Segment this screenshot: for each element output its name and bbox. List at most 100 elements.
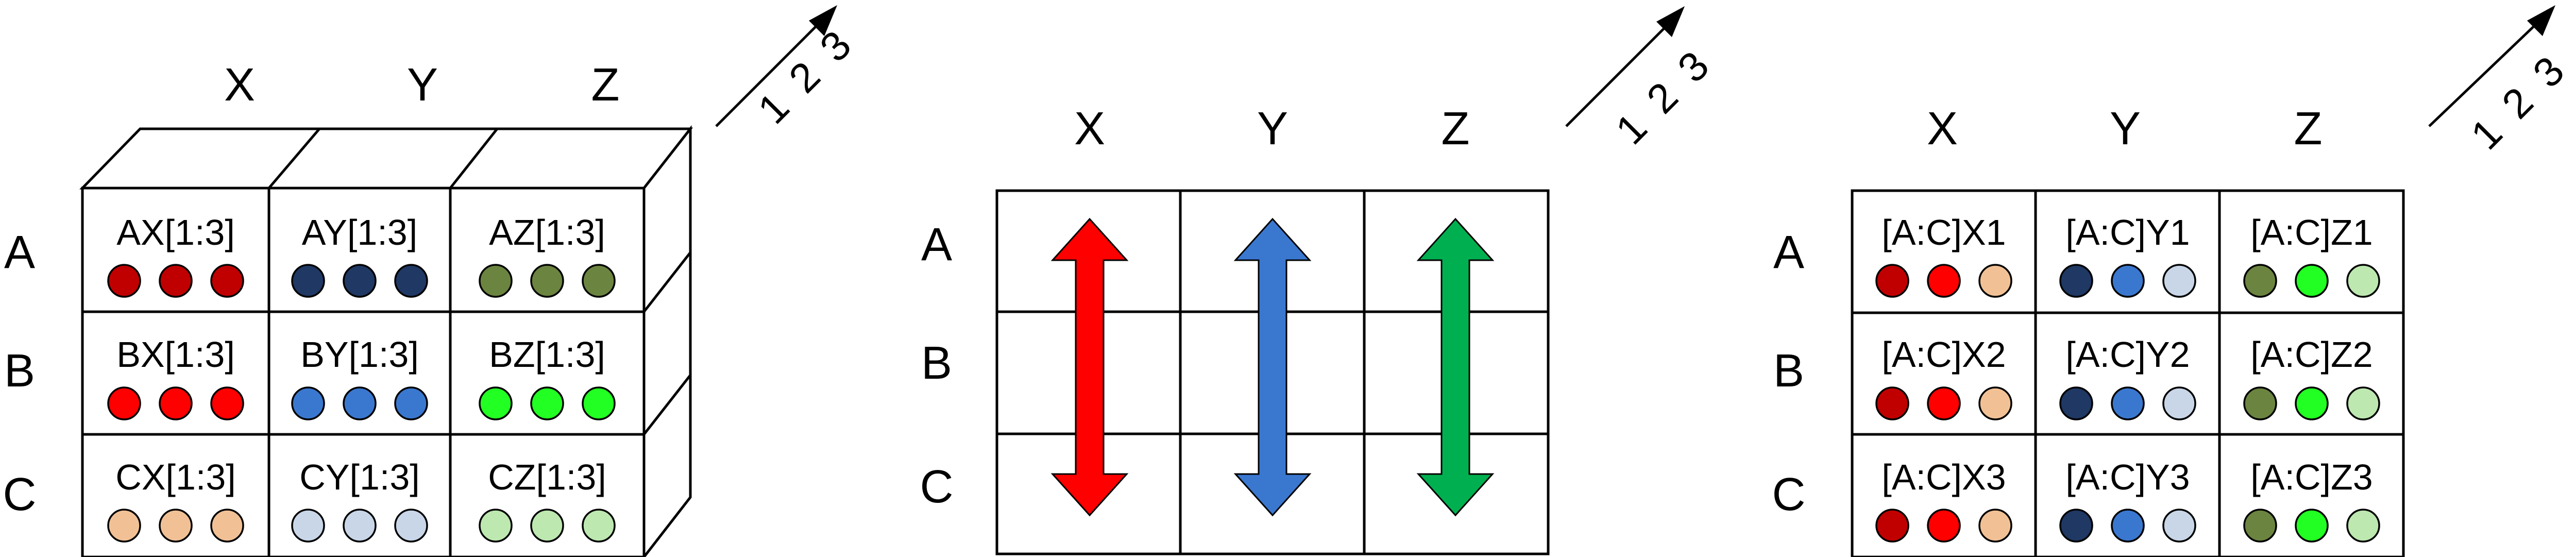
color-dot [1978, 264, 2012, 298]
arrow-depth-axis-arrowhead [1656, 6, 1685, 37]
arrow-row-label-c: C [920, 461, 954, 513]
color-dot [343, 509, 377, 543]
cell-label: CY[1:3] [299, 457, 419, 497]
cube-side-face [642, 125, 692, 557]
color-dot [2243, 509, 2277, 543]
color-dot [291, 264, 325, 298]
color-dot [107, 264, 141, 298]
color-dot [2346, 264, 2380, 298]
arrow-depth-axis-labels: 1 2 3 [1607, 42, 1718, 153]
color-dot [582, 264, 616, 298]
cell-label: [A:C]X3 [1882, 457, 2006, 497]
color-dot [2162, 509, 2196, 543]
color-dot [2243, 386, 2277, 420]
cell-label: AY[1:3] [302, 212, 417, 252]
color-dot [530, 509, 564, 543]
grid-cell-labels: [A:C]X1 [A:C]Y1 [A:C]Z1 [A:C]X2 [A:C]Y2 … [1882, 212, 2372, 497]
cube-row-label-a: A [4, 227, 35, 278]
cube-front-face [81, 187, 646, 557]
color-dot [210, 509, 244, 543]
cube-col-label-x: X [224, 59, 255, 111]
color-dot [2059, 386, 2093, 420]
color-dot [159, 264, 193, 298]
cube-top-divider-2 [449, 128, 498, 189]
grid-col-label-y: Y [2110, 103, 2141, 155]
color-dot [582, 509, 616, 543]
cube-side-divider-1 [643, 251, 691, 313]
grid-row-label-b: B [1773, 345, 1804, 397]
arrow-depth-axis-line [1565, 20, 1673, 127]
grid-depth-axis-labels: 1 2 3 [2462, 47, 2573, 158]
cube-depth-num-2: 2 [780, 53, 828, 102]
color-dot [210, 264, 244, 298]
color-dot [291, 386, 325, 420]
cell-label: AX[1:3] [116, 212, 235, 252]
color-dot [343, 264, 377, 298]
grid-row-label-c: C [1772, 469, 1806, 520]
color-dot [107, 509, 141, 543]
color-dot [2295, 386, 2329, 420]
cell-label: [A:C]Y1 [2065, 212, 2190, 252]
color-dot [210, 386, 244, 420]
cell-label: BZ[1:3] [489, 334, 605, 375]
color-dot [159, 386, 193, 420]
cell-label: AZ[1:3] [489, 212, 605, 252]
grid-dots [1875, 264, 2380, 543]
cube-row-label-b: B [4, 345, 35, 397]
color-dot [1875, 509, 1909, 543]
grid-col-label-x: X [1927, 103, 1958, 155]
color-dot [2111, 509, 2145, 543]
color-dot [2295, 509, 2329, 543]
panel-grid: X Y Z A B C 1 2 3 [A:C]X1 [A:C]Y1 [A:C]Z… [1772, 5, 2573, 557]
arrow-col-label-y: Y [1257, 103, 1288, 155]
color-dot [2346, 386, 2380, 420]
cube-col-label-z: Z [591, 59, 620, 111]
grid-depth-num-2: 2 [2493, 79, 2541, 127]
color-dot [1875, 386, 1909, 420]
color-dot [479, 386, 513, 420]
grid-depth-axis-line [2428, 17, 2544, 127]
arrow-depth-num-1: 1 [1607, 105, 1655, 153]
cube-side-divider-2 [643, 374, 691, 435]
color-dot [479, 509, 513, 543]
cell-label: CZ[1:3] [488, 457, 606, 497]
color-dot [1978, 386, 2012, 420]
grid-depth-num-1: 1 [2462, 110, 2511, 158]
color-dot [394, 264, 428, 298]
arrow-depth-num-2: 2 [1638, 74, 1686, 122]
arrow-col-label-x: X [1074, 103, 1105, 155]
color-dot [1927, 386, 1961, 420]
color-dot [1927, 264, 1961, 298]
cell-label: [A:C]Z3 [2250, 457, 2372, 497]
color-dot [394, 509, 428, 543]
color-dot [530, 386, 564, 420]
color-dot [159, 509, 193, 543]
color-dot [1978, 509, 2012, 543]
cell-label: [A:C]Z2 [2250, 334, 2372, 375]
color-dot [2346, 509, 2380, 543]
panel-arrows: X Y Z A B C 1 2 3 [920, 6, 1718, 555]
color-dot [2059, 264, 2093, 298]
color-dot [2162, 386, 2196, 420]
cell-label: [A:C]X1 [1882, 212, 2006, 252]
color-dot [2111, 264, 2145, 298]
double-arrows [1050, 217, 1495, 517]
cell-label: [A:C]Z1 [2250, 212, 2372, 252]
grid-depth-axis-arrowhead [2527, 5, 2555, 36]
cube-depth-num-1: 1 [749, 84, 798, 132]
arrow-row-label-a: A [921, 219, 952, 271]
arrow-col-label-z: Z [1442, 103, 1470, 155]
color-dot [394, 386, 428, 420]
color-dot [2295, 264, 2329, 298]
arrow-row-label-b: B [921, 337, 952, 389]
panel-cube: X Y Z A B C 1 2 3 AX[1:3] AY[1:3] AZ[1:3… [3, 5, 860, 557]
color-dot [1875, 264, 1909, 298]
arrow-depth-num-3: 3 [1669, 42, 1717, 91]
color-dot [582, 386, 616, 420]
cell-label: BX[1:3] [116, 334, 235, 375]
color-dot [343, 386, 377, 420]
grid-col-label-z: Z [2294, 103, 2323, 155]
color-dot [291, 509, 325, 543]
grid-frame [1851, 189, 2405, 557]
